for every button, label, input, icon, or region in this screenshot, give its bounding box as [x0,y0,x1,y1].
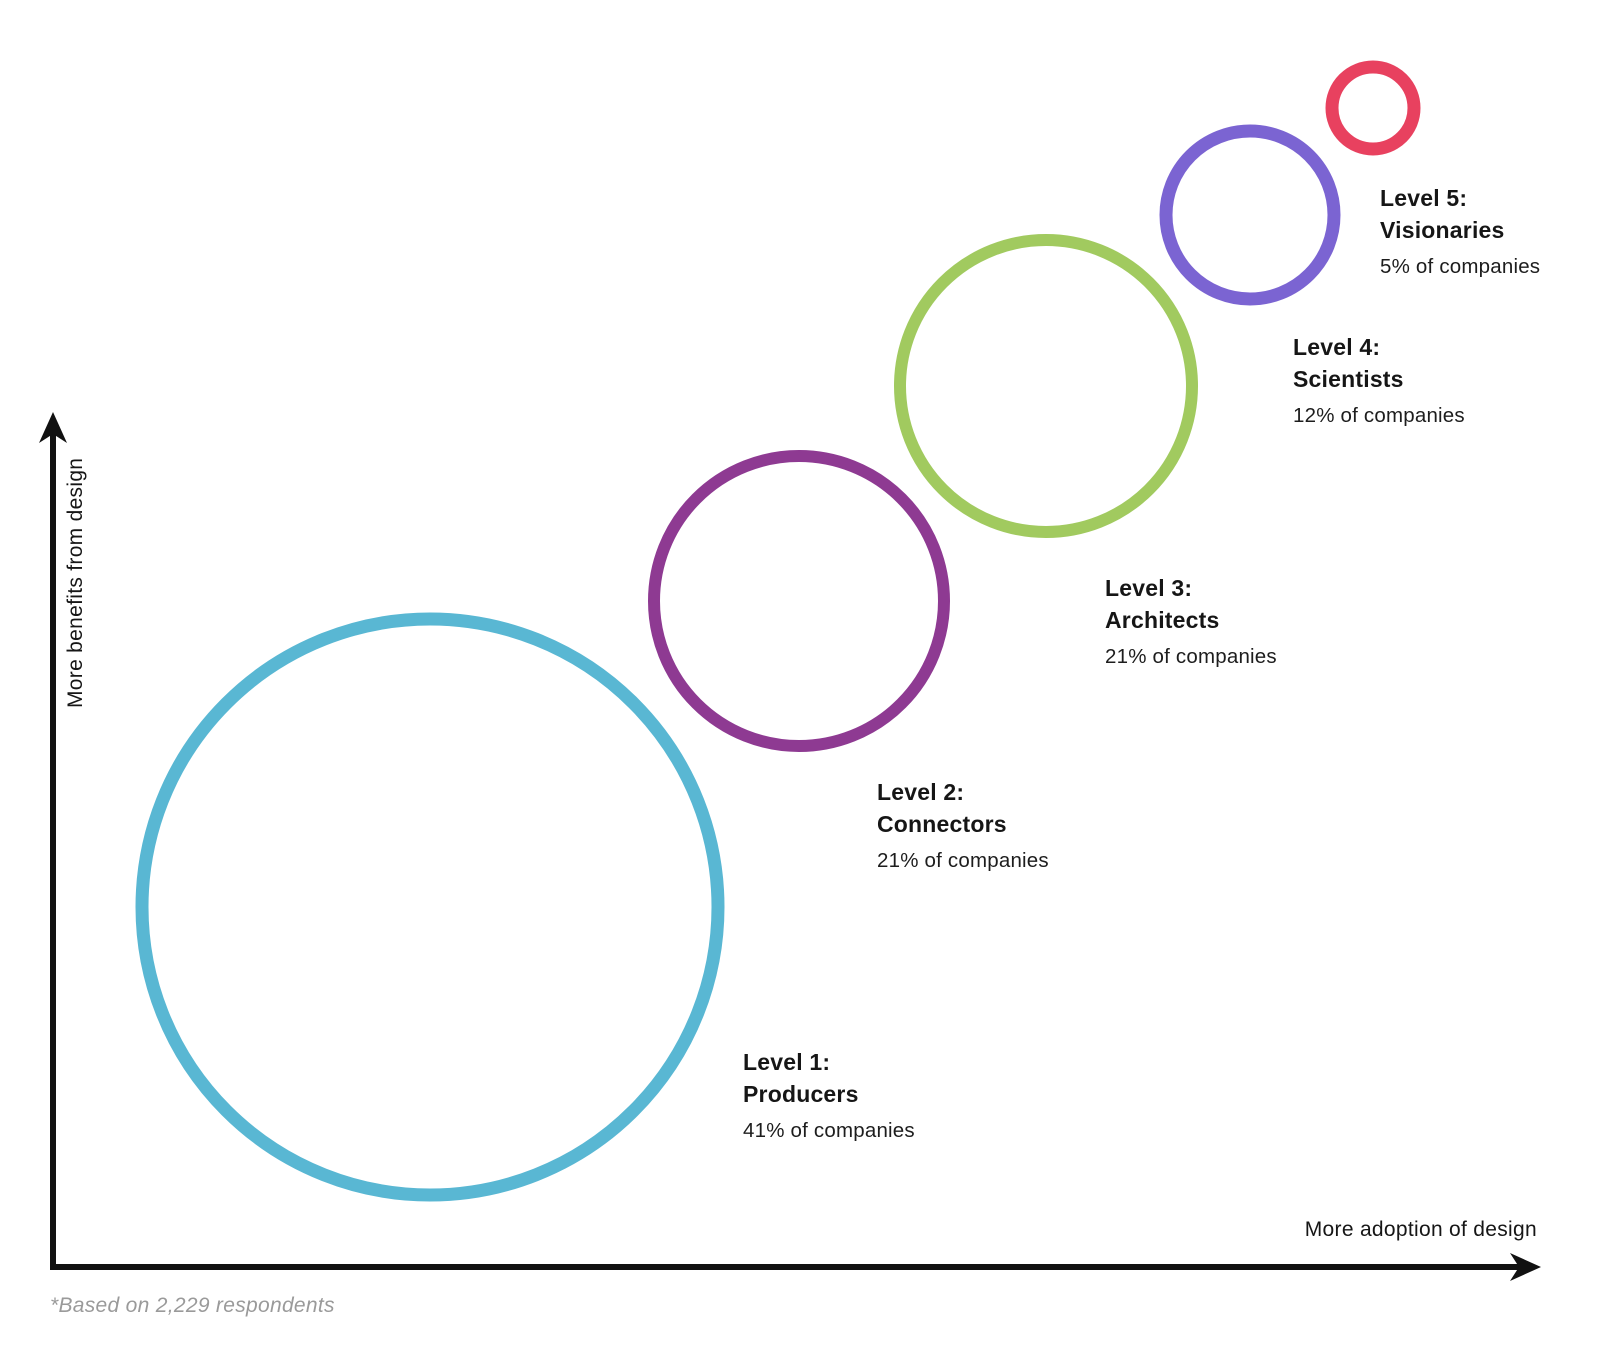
level-2-share: 21% of companies [877,849,1049,872]
bubble-level-3-architects [894,234,1198,538]
level-5-name: Visionaries [1380,217,1505,243]
level-4-label: Level 4: Scientists 12% of companies [1293,331,1465,428]
footnote: *Based on 2,229 respondents [50,1294,335,1317]
level-3-share: 21% of companies [1105,645,1277,668]
y-axis-label: More benefits from design [64,457,87,708]
level-5-title: Level 5: [1380,185,1468,211]
bubble-level-5-visionaries [1325,60,1421,156]
level-4-share: 12% of companies [1293,404,1465,427]
level-5-share: 5% of companies [1380,255,1541,278]
level-1-share: 41% of companies [743,1119,915,1142]
bubble-level-2-connectors [648,450,950,752]
level-1-label: Level 1: Producers 41% of companies [743,1046,915,1143]
level-1-title: Level 1: [743,1049,831,1075]
level-2-name: Connectors [877,811,1007,837]
bubble-level-4-scientists [1159,124,1341,306]
level-5-label: Level 5: Visionaries 5% of companies [1380,182,1540,279]
y-axis-arrow-icon [39,412,67,443]
level-3-label: Level 3: Architects 21% of companies [1105,572,1277,669]
x-axis-arrow-icon [1510,1253,1541,1281]
level-2-title: Level 2: [877,779,965,805]
level-3-title: Level 3: [1105,575,1193,601]
level-1-name: Producers [743,1081,859,1107]
x-axis-label: More adoption of design [1304,1218,1537,1241]
level-4-name: Scientists [1293,366,1404,392]
level-4-title: Level 4: [1293,334,1381,360]
level-3-name: Architects [1105,607,1220,633]
level-2-label: Level 2: Connectors 21% of companies [877,776,1049,873]
bubble-level-1-producers [135,612,725,1202]
